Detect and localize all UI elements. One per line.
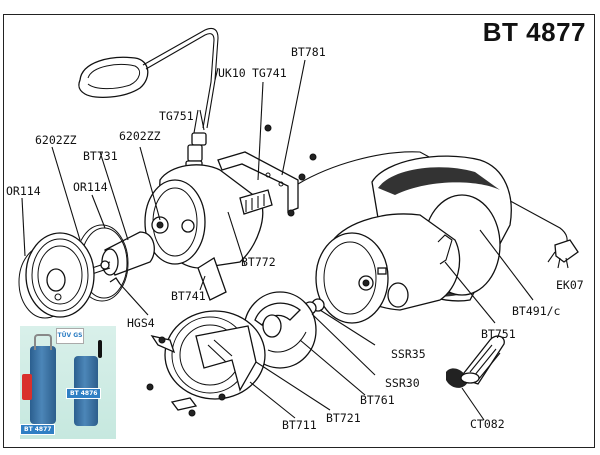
end-cover [25,232,95,318]
certification-marks: TÜV GS [56,328,84,344]
label-ct082: CT082 [470,417,505,431]
pump-right-label: BT 4876 [66,388,102,399]
volute-cover [146,310,266,417]
float-switch-red [22,374,32,400]
label-bt721: BT721 [326,411,361,425]
terminal-plate [197,257,227,301]
label-bt491c: BT491/c [512,304,560,318]
label-tg751: TG751 [159,109,194,123]
pump-left [30,346,56,424]
label-bt731: BT731 [83,149,118,163]
label-bt751: BT751 [481,327,516,341]
key [109,277,121,285]
label-ek07: EK07 [556,278,584,292]
motor-housing [144,164,273,269]
label-bt772: BT772 [241,255,276,269]
label-ssr30: SSR30 [385,376,420,390]
cable-plug [554,239,579,269]
product-photo: TÜV GS BT 4877 BT 4876 [20,326,116,439]
label-6202zz-left: 6202ZZ [35,133,77,147]
model-title: BT 4877 [482,17,586,47]
float-switch [78,27,219,129]
label-or114-right: OR114 [73,180,108,194]
pump-left-label: BT 4877 [20,424,56,435]
label-bt711: BT711 [282,418,317,432]
discharge-fitting [446,335,505,388]
label-6202zz-right: 6202ZZ [119,129,161,143]
diagram-frame [3,14,595,448]
leader-lines [21,59,556,421]
motor-casing [315,213,461,324]
label-bt781: BT781 [291,45,326,59]
handle-bracket [217,124,317,217]
label-uk10: UK10 [218,66,246,80]
power-cable [297,151,568,247]
rotor-shaft [79,231,155,279]
label-hgs4: HGS4 [127,316,155,330]
pump-left-handle [34,334,52,350]
pump-right-cable [98,340,102,358]
label-bt741: BT741 [171,289,206,303]
label-tg741: TG741 [252,66,287,80]
label-ssr35: SSR35 [391,347,426,361]
label-bt761: BT761 [360,393,395,407]
label-or114-left: OR114 [6,184,41,198]
